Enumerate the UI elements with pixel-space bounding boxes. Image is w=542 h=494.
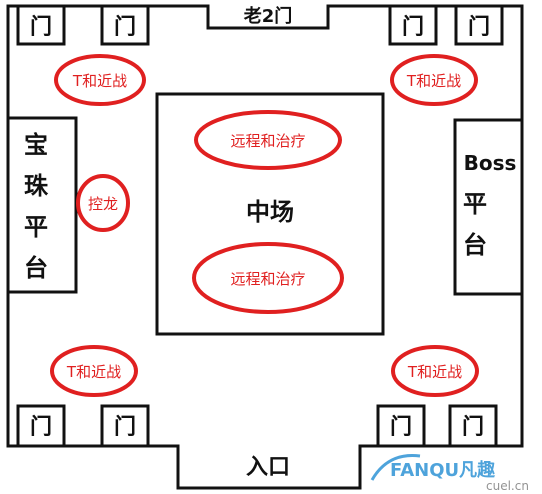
treasure-platform-char-1: 宝 [24,131,48,159]
watermark-brand: FANQU凡趣 [390,460,496,481]
watermark-domain: cuel.cn [486,479,529,493]
zone-label: T和近战 [407,363,462,381]
zone-label: T和近战 [66,363,121,381]
door-top-left-1: 门 [16,4,66,46]
treasure-platform-char-3: 平 [24,213,48,241]
zone-label: T和近战 [72,72,127,90]
zone-tank-melee-top-right: T和近战 [390,54,478,106]
zone-tank-melee-top-left: T和近战 [54,54,146,106]
zone-label: 控龙 [88,195,118,213]
entrance-label: 入口 [246,455,290,480]
door-label: 门 [30,414,52,440]
zone-label: 远程和治疗 [230,270,305,288]
zone-ranged-heal-top: 远程和治疗 [194,110,342,170]
zone-label: T和近战 [406,72,461,90]
boss-platform: Boss 平 台 [453,118,524,296]
door-label: 门 [468,14,490,40]
zone-ranged-heal-bottom: 远程和治疗 [192,242,344,314]
door-bottom-left-2: 门 [100,404,150,448]
boss-platform-line-3: 台 [463,231,487,259]
door-bottom-right-1: 门 [376,404,426,448]
door-label: 门 [114,414,136,440]
treasure-platform-char-2: 珠 [24,172,49,200]
watermark: FANQU凡趣 cuel.cn [370,454,529,493]
zone-dragon-control: 控龙 [76,174,130,232]
zone-tank-melee-bottom-right: T和近战 [391,345,479,397]
zone-tank-melee-bottom-left: T和近战 [50,345,138,397]
door-bottom-left-1: 门 [16,404,66,448]
treasure-platform: 宝 珠 平 台 [6,116,78,294]
door-label: 门 [402,14,424,40]
door-label: 门 [462,414,484,440]
door-top-right-2: 门 [454,4,504,46]
zone-label: 远程和治疗 [230,132,305,150]
boss-platform-line-1: Boss [464,151,517,175]
center-label: 中场 [246,198,294,226]
door-top-right-1: 门 [388,4,438,46]
door-bottom-right-2: 门 [448,404,498,448]
center-area: 中场 [155,92,385,336]
door-label: 门 [114,14,136,40]
top-gate-label: 老2门 [244,5,293,27]
door-top-left-2: 门 [100,4,150,46]
boss-platform-line-2: 平 [463,190,487,218]
door-label: 门 [390,414,412,440]
room-wall [6,4,524,490]
door-label: 门 [30,14,52,40]
watermark-swoosh-icon [370,454,421,481]
treasure-platform-char-4: 台 [24,254,48,282]
